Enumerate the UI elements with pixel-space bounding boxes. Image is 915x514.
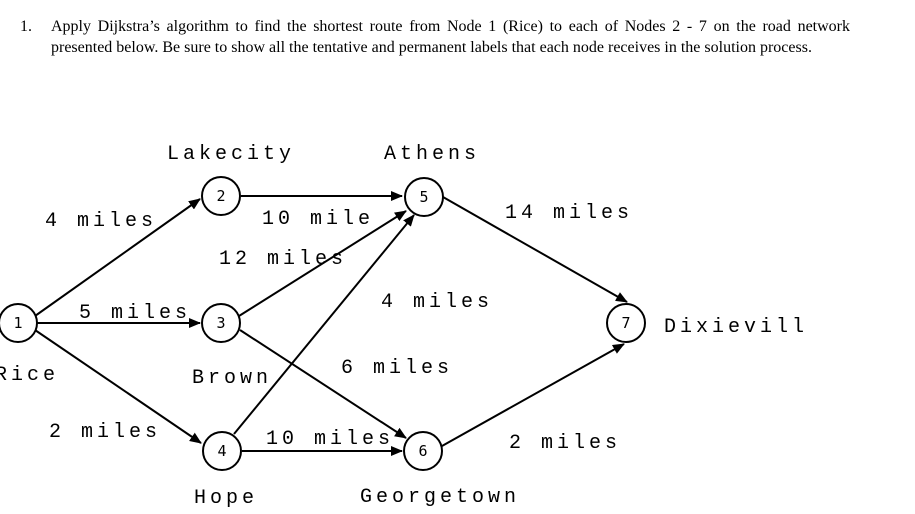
node-name-hope: Hope	[194, 487, 258, 510]
edge-label-6-7: 2 miles	[509, 432, 621, 455]
node-4-number: 4	[217, 442, 226, 460]
node-name-athens: Athens	[384, 143, 480, 166]
edge-1-4	[34, 329, 202, 444]
edge-5-7	[442, 196, 628, 303]
edge-label-5-7: 14 miles	[505, 202, 633, 225]
node-2: 2	[201, 176, 241, 216]
edge-label-3-6: 6 miles	[341, 357, 453, 380]
edge-label-1-4: 2 miles	[49, 421, 161, 444]
node-3: 3	[201, 303, 241, 343]
edge-label-4-5: 4 miles	[381, 291, 493, 314]
edge-label-1-3: 5 miles	[79, 302, 191, 325]
node-5: 5	[404, 177, 444, 217]
edge-1-2	[34, 198, 201, 317]
node-6: 6	[403, 431, 443, 471]
node-1: 1	[0, 303, 38, 343]
node-name-dixievill: Dixievill	[664, 316, 808, 339]
edge-label-3-5: 12 miles	[219, 248, 347, 271]
edge-4-5	[233, 214, 415, 435]
edge-label-1-2: 4 miles	[45, 210, 157, 233]
node-2-number: 2	[216, 187, 225, 205]
problem-text: Apply Dijkstra’s algorithm to find the s…	[51, 18, 850, 56]
node-5-number: 5	[419, 188, 428, 206]
node-7: 7	[606, 303, 646, 343]
edge-label-4-6: 10 miles	[266, 428, 394, 451]
problem-statement: 1. Apply Dijkstra’s algorithm to find th…	[20, 17, 850, 58]
node-1-number: 1	[13, 314, 22, 332]
edge-label-2-5: 10 mile	[262, 208, 374, 231]
edge-6-7	[441, 343, 625, 447]
node-3-number: 3	[216, 314, 225, 332]
node-4: 4	[202, 431, 242, 471]
node-6-number: 6	[418, 442, 427, 460]
node-name-brown: Brown	[192, 367, 272, 390]
node-name-lakecity: Lakecity	[167, 143, 295, 166]
edge-3-6	[239, 329, 407, 439]
problem-number: 1.	[20, 18, 32, 35]
edge-3-5	[238, 210, 407, 317]
node-name-rice: Rice	[0, 364, 59, 387]
node-name-georgetown: Georgetown	[360, 486, 520, 509]
node-7-number: 7	[621, 314, 630, 332]
